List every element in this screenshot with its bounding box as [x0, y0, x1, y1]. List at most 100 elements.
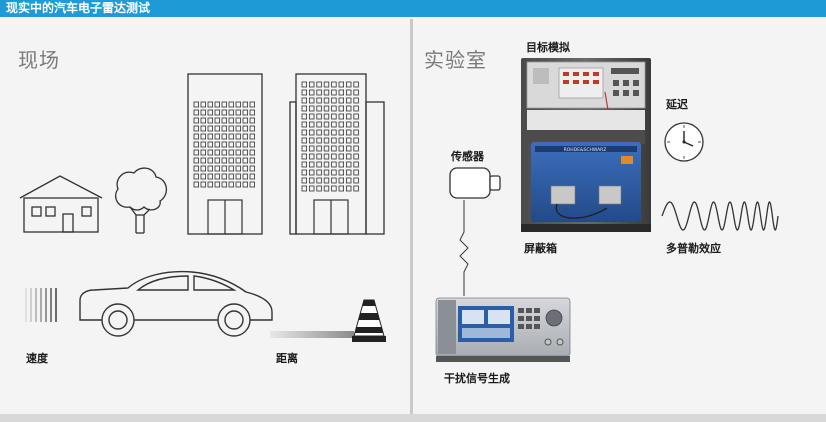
office-building-icon [187, 73, 263, 235]
building-window [228, 149, 234, 156]
building-window [235, 117, 241, 124]
building-window [301, 161, 307, 168]
building-window [308, 137, 315, 144]
building-window [242, 165, 248, 172]
doppler-wave-icon [661, 201, 779, 231]
building-window [214, 133, 220, 140]
building-window [301, 137, 307, 144]
lab-title: 实验室 [424, 48, 487, 72]
building-window [316, 153, 322, 160]
building-window [228, 109, 234, 116]
building-window [346, 185, 352, 192]
building-window [249, 109, 255, 116]
building-window [214, 157, 220, 164]
building-window [353, 161, 359, 168]
building-window [346, 153, 352, 160]
building-window [308, 113, 315, 120]
building-window [323, 185, 330, 192]
building-window [242, 157, 248, 164]
building-window [235, 181, 241, 188]
building-window [193, 173, 199, 180]
building-window [193, 117, 199, 124]
building-window [331, 161, 337, 168]
building-window [338, 105, 344, 112]
building-window [221, 109, 227, 116]
building-window [301, 177, 307, 184]
building-window [249, 157, 255, 164]
field-panel [0, 19, 410, 419]
building-window [353, 97, 359, 104]
building-window [323, 161, 330, 168]
building-window [316, 145, 322, 152]
building-window [308, 97, 315, 104]
building-window [301, 185, 307, 192]
building-window [249, 181, 255, 188]
building-window [200, 165, 206, 172]
building-window [207, 165, 213, 172]
building-window [338, 121, 344, 128]
building-window [214, 117, 220, 124]
building-window [193, 133, 199, 140]
building-window [308, 169, 315, 176]
building-window [207, 181, 213, 188]
traffic-cone-icon [352, 299, 386, 342]
building-window [249, 173, 255, 180]
building-window [331, 81, 337, 88]
building-window [346, 169, 352, 176]
building-window [214, 173, 220, 180]
building-window [308, 89, 315, 96]
building-window [346, 81, 352, 88]
building-window [338, 161, 344, 168]
building-window [323, 113, 330, 120]
building-window [338, 89, 344, 96]
building-window [242, 141, 248, 148]
building-window [207, 125, 213, 132]
building-window [323, 137, 330, 144]
building-window [308, 185, 315, 192]
building-window [338, 169, 344, 176]
building-window [308, 177, 315, 184]
building-window [331, 137, 337, 144]
signal-wave-icon [459, 200, 469, 296]
building-window [346, 105, 352, 112]
building-window [338, 153, 344, 160]
building-window [214, 109, 220, 116]
building-window [353, 121, 359, 128]
building-window [346, 129, 352, 136]
building-window [249, 101, 255, 108]
building-window [193, 157, 199, 164]
building-window [207, 133, 213, 140]
building-window [323, 89, 330, 96]
building-window [338, 113, 344, 120]
building-window [346, 113, 352, 120]
tree-icon [115, 167, 167, 234]
building-window [214, 181, 220, 188]
signal-generator-icon [435, 297, 571, 362]
building-window [331, 121, 337, 128]
building-window [249, 149, 255, 156]
building-window [193, 149, 199, 156]
building-window [228, 165, 234, 172]
building-window [338, 81, 344, 88]
building-window [301, 97, 307, 104]
building-window [200, 125, 206, 132]
building-window [228, 133, 234, 140]
building-window [228, 101, 234, 108]
building-window [249, 133, 255, 140]
building-window [331, 97, 337, 104]
building-window [346, 145, 352, 152]
building-window [301, 121, 307, 128]
building-window [353, 169, 359, 176]
building-window [207, 101, 213, 108]
distance-arrow-icon [270, 331, 354, 338]
building-window [353, 81, 359, 88]
building-window [316, 177, 322, 184]
building-window [323, 145, 330, 152]
building-window [308, 121, 315, 128]
building-window [308, 161, 315, 168]
building-window [242, 101, 248, 108]
building-window [316, 129, 322, 136]
building-window [193, 109, 199, 116]
building-window [331, 145, 337, 152]
header-bar: 现实中的汽车电子雷达测试 [0, 0, 826, 17]
